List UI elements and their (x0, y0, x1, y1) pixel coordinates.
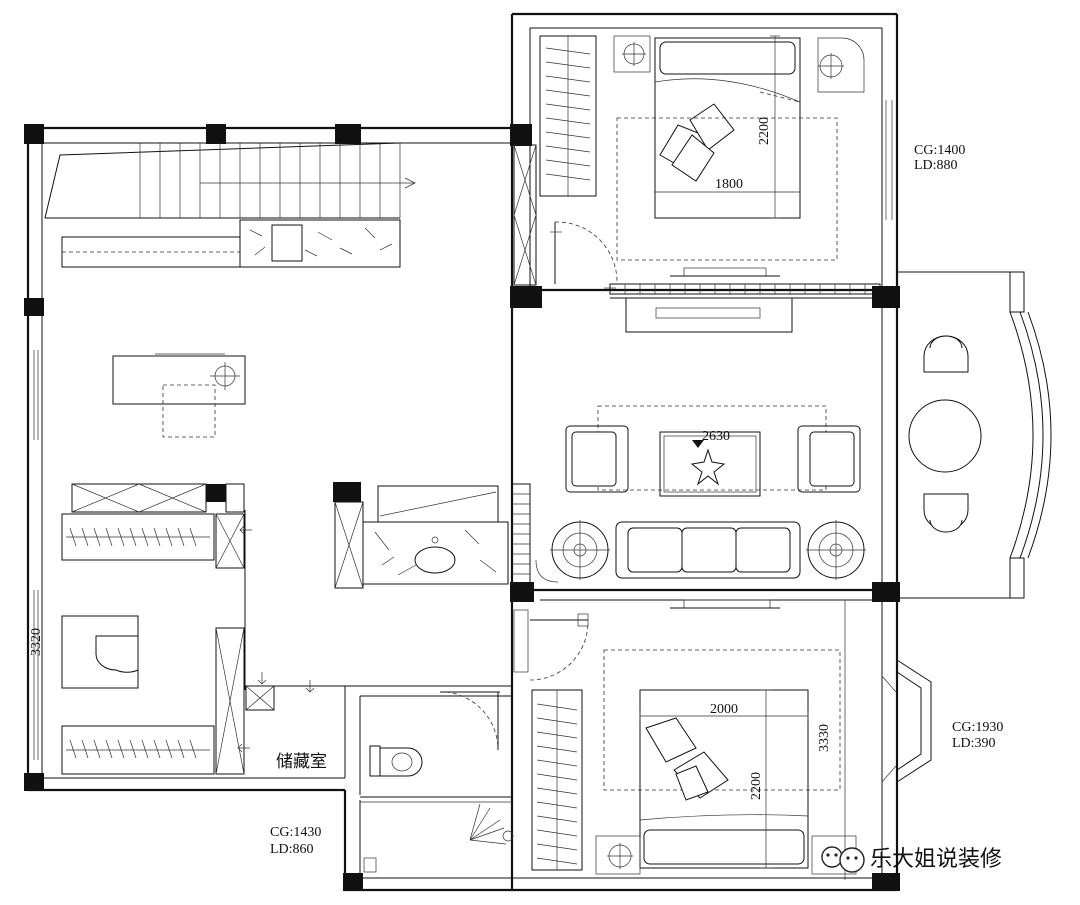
bottom-bedroom-bed (595, 599, 857, 880)
watermark: 乐大姐说装修 (821, 846, 1002, 873)
kitchen-counter (61, 219, 401, 268)
top-bedroom-bed (613, 35, 865, 261)
toilet (369, 745, 423, 777)
central-bathroom-vanity (334, 483, 531, 589)
structural-columns (24, 124, 900, 891)
note-top-right-cg: CG:1400 (914, 143, 965, 158)
chat-icon (821, 846, 843, 868)
top-bedroom-door (550, 221, 618, 289)
bottom-bedroom-wardrobe (531, 689, 583, 871)
bed2-room-dim: 3330 (817, 724, 832, 752)
bottom-bedroom-door (513, 609, 589, 681)
storage-room-label: 储藏室 (276, 752, 327, 772)
lounge-chair (61, 615, 139, 689)
bottom-bedroom-bay-window (881, 659, 932, 783)
bed2-length-dim: 2200 (749, 772, 764, 800)
note-bottom-ld: LD:860 (270, 842, 314, 857)
note-right-cg: CG:1930 (952, 720, 1003, 735)
bed2-width-dim: 2000 (710, 702, 738, 717)
note-top-right-ld: LD:880 (914, 158, 958, 173)
staircase (44, 142, 416, 219)
exterior-walls (26, 12, 899, 892)
lower-bath-door (363, 691, 514, 873)
watermark-text: 乐大姐说装修 (870, 847, 1002, 872)
bay-window-balcony (897, 271, 1052, 599)
closet-storage (61, 483, 315, 775)
interior-walls (244, 128, 882, 890)
living-width-dim: 2630 (702, 429, 730, 444)
bed1-length-dim: 2200 (757, 117, 772, 145)
left-room-dim: 3320 (29, 628, 44, 656)
living-sofa-set (535, 405, 866, 583)
note-bottom-cg: CG:1430 (270, 825, 321, 840)
top-bedroom-tv-cabinet (609, 267, 881, 333)
top-bedroom-wardrobe (513, 35, 597, 286)
note-right-ld: LD:390 (952, 736, 996, 751)
study-desk (112, 353, 246, 438)
bed1-width-dim: 1800 (715, 177, 743, 192)
